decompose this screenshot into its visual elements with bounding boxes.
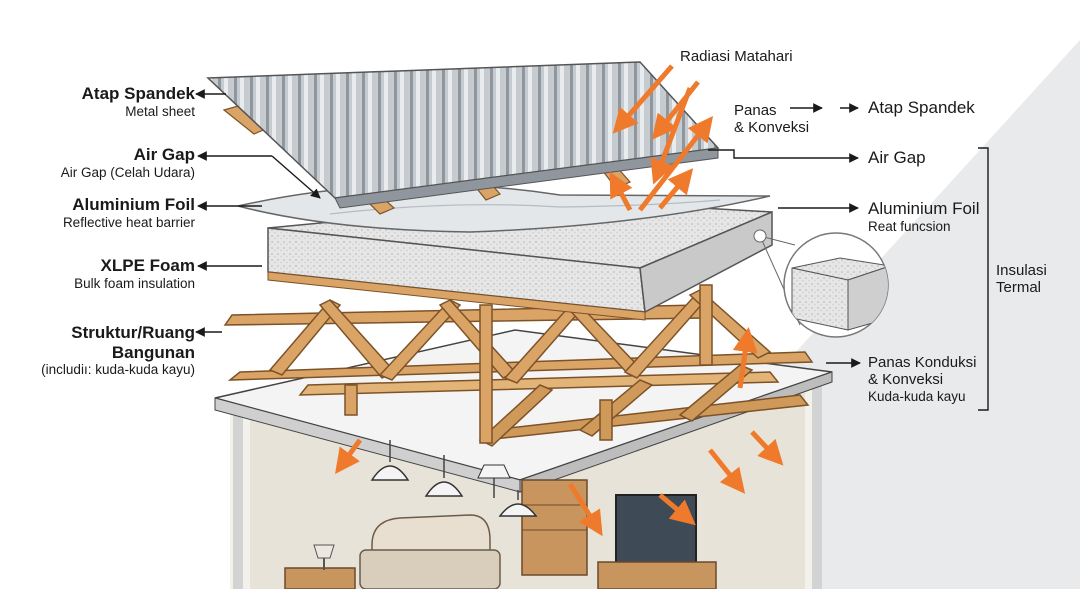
label-title: Aluminium Foil	[868, 199, 980, 218]
label-atap-spandek-left: Atap Spandek Metal sheet	[82, 84, 195, 119]
label-title-line2: Bangunan	[111, 342, 195, 362]
label-leader-arrows	[195, 89, 989, 411]
label-sub: Metal sheet	[125, 103, 195, 119]
label-title: Aluminium Foil	[72, 195, 195, 214]
label-insulasi-termal: Insulasi Termal	[996, 262, 1047, 297]
label-sub: Air Gap (Celah Udara)	[60, 164, 195, 180]
label-sub: Reflective heat barrier	[62, 214, 195, 230]
label-title: Air Gap	[133, 145, 195, 164]
label-atap-spandek-right: Atap Spandek	[868, 98, 975, 117]
label-radiasi-matahari: Radiasi Matahari	[680, 48, 793, 65]
label-air-gap-left: Air Gap Air Gap (Celah Udara)	[61, 145, 195, 180]
label-sub: Kuda-kuda kayu	[868, 388, 966, 404]
label-title-line1: Struktur/Ruang	[71, 323, 195, 342]
heat-flow-arrows	[335, 64, 784, 537]
label-title: Atap Spandek	[81, 84, 195, 103]
label-line1: Panas	[734, 102, 777, 119]
label-sub: (includiı: kuda-kuda kayu)	[41, 362, 195, 378]
label-aluminium-foil-left: Aluminium Foil Reflective heat barrier	[63, 195, 195, 230]
label-line2: Termal	[996, 279, 1042, 297]
label-line1: Insulasi	[996, 262, 1047, 279]
label-xlpe-foam-left: XLPE Foam Bulk foam insulation	[74, 256, 195, 291]
label-panas-konduksi-right: Panas Konduksi & Konveksi Kuda-kuda kayu	[868, 354, 976, 404]
label-title: XLPE Foam	[100, 256, 195, 275]
spandek-metal-roof	[206, 61, 720, 209]
label-struktur-left: Struktur/Ruang Bangunan (includiı: kuda-…	[41, 323, 195, 378]
pendant-lamps	[370, 440, 538, 517]
wooden-truss-structure	[223, 284, 814, 447]
foam-zoom-callout	[753, 229, 889, 338]
label-line2: & Konveksi	[868, 371, 944, 389]
label-panas-konveksi-top: Panas & Konveksi	[734, 102, 809, 137]
label-sub: Bulk foam insulation	[74, 275, 195, 291]
label-line1: Panas Konduksi	[868, 354, 977, 371]
label-air-gap-right: Air Gap	[868, 148, 926, 167]
label-line2: & Konveksi	[734, 119, 810, 137]
label-sub: Reat funcsion	[868, 218, 951, 234]
interior-furniture	[284, 479, 717, 589]
label-aluminium-foil-right: Aluminium Foil Reat funcsion	[868, 199, 979, 234]
